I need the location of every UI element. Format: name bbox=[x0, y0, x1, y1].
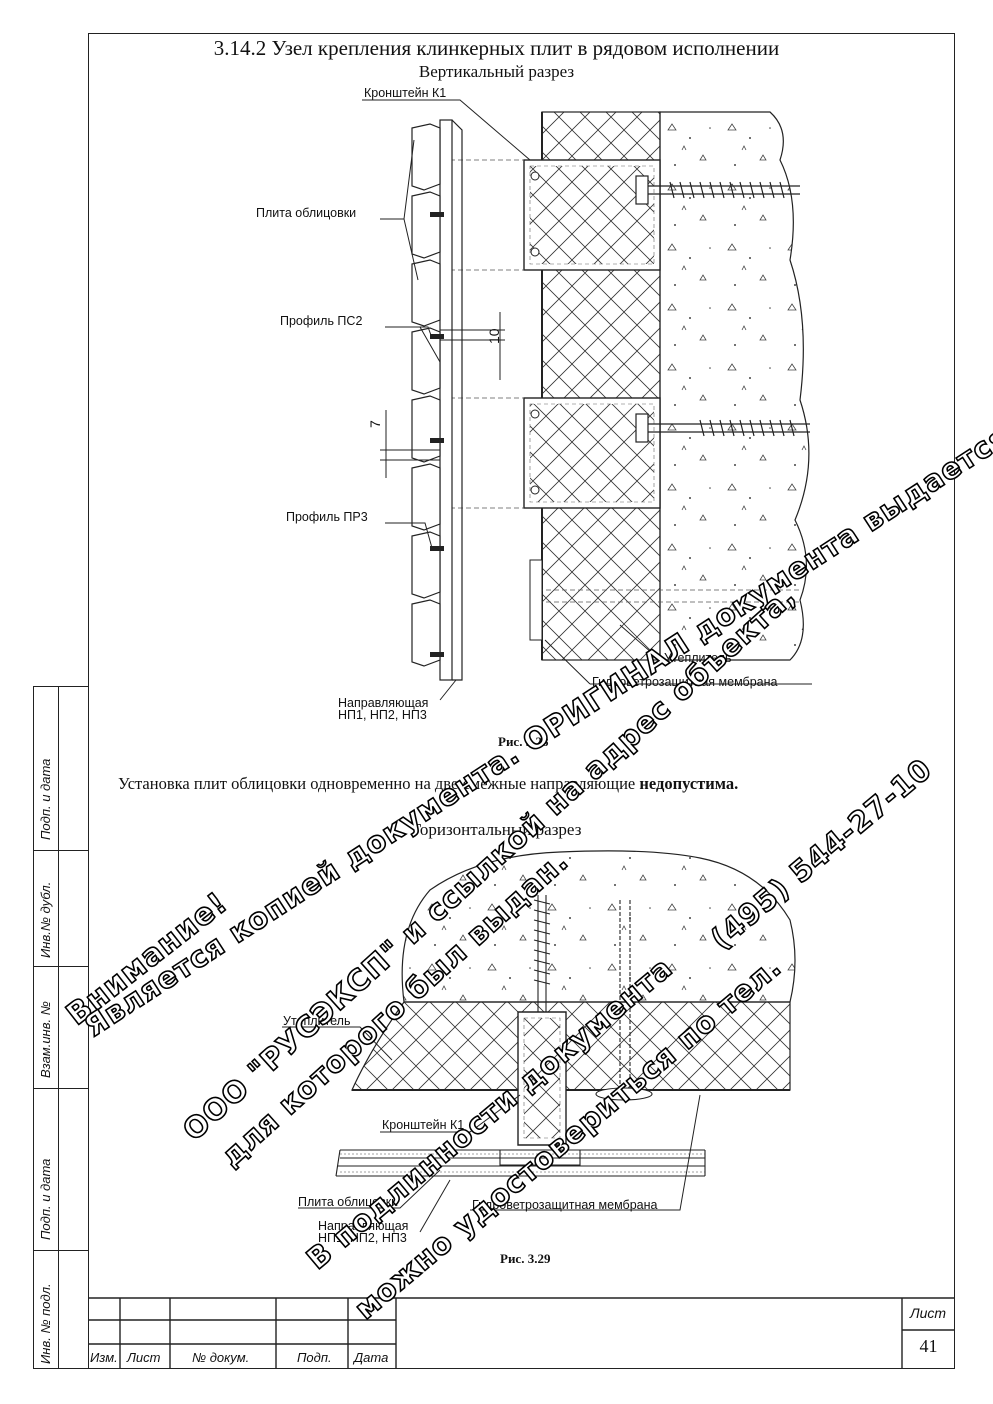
label-guide-rail-line1: Направляющая bbox=[338, 696, 429, 710]
side-divider bbox=[33, 1088, 88, 1089]
label-cladding-tile: Плита облицовки bbox=[256, 206, 357, 220]
label-guide-rail-h-line1: Направляющая bbox=[318, 1219, 409, 1233]
note-bold: недопустима. bbox=[639, 774, 739, 793]
section-title: 3.14.2 Узел крепления клинкерных плит в … bbox=[213, 36, 780, 60]
label-guide-rail-line2: НП1, НП2, НП3 bbox=[338, 708, 427, 722]
stamp-podp: Подп. bbox=[297, 1350, 332, 1365]
side-divider bbox=[33, 1250, 88, 1251]
vertical-section-title: Вертикальный разрез bbox=[418, 62, 575, 81]
sheet-number: 41 bbox=[919, 1336, 938, 1356]
stamp-izm: Изм. bbox=[90, 1350, 118, 1365]
horizontal-section-title: Горизонтальный разрез bbox=[411, 820, 582, 839]
label-insulation: Утеплитель bbox=[664, 651, 732, 665]
figure-caption-3-29: Рис. 3.29 bbox=[500, 1251, 551, 1266]
label-profile-ps2: Профиль ПС2 bbox=[280, 314, 363, 328]
stamp-list: Лист bbox=[127, 1350, 161, 1365]
label-insulation-h: Утеплитель bbox=[283, 1014, 351, 1028]
side-divider bbox=[33, 966, 88, 967]
label-guide-rail: Направляющая НП1, НП2, НП3 bbox=[338, 696, 429, 722]
stamp-doc-no: № докум. bbox=[192, 1350, 250, 1365]
stamp-sheet-label: Лист bbox=[910, 1305, 947, 1321]
page-frame bbox=[88, 33, 955, 1369]
label-membrane: Гидроветрозащитная мембрана bbox=[592, 675, 778, 689]
label-bracket-k1-h: Кронштейн К1 bbox=[382, 1118, 465, 1132]
label-membrane-h: Гидроветрозащитная мембрана bbox=[472, 1198, 658, 1212]
stamp-data: Дата bbox=[354, 1350, 389, 1365]
side-inner-line bbox=[58, 686, 59, 1369]
side-divider bbox=[33, 850, 88, 851]
side-stamp-border bbox=[33, 686, 88, 1369]
installation-note: Установка плит облицовки одновременно на… bbox=[118, 774, 738, 794]
note-text: Установка плит облицовки одновременно на… bbox=[118, 774, 640, 793]
label-guide-rail-h: Направляющая НП1, НП2, НП3 bbox=[318, 1219, 409, 1245]
label-profile-pr3: Профиль ПР3 bbox=[286, 510, 368, 524]
label-guide-rail-h-line2: НП1, НП2, НП3 bbox=[318, 1231, 407, 1245]
label-cladding-tile-h: Плита облицовки bbox=[298, 1195, 399, 1209]
label-bracket-k1: Кронштейн К1 bbox=[364, 86, 447, 100]
figure-caption-3-28: Рис. 3.28 bbox=[498, 734, 549, 749]
